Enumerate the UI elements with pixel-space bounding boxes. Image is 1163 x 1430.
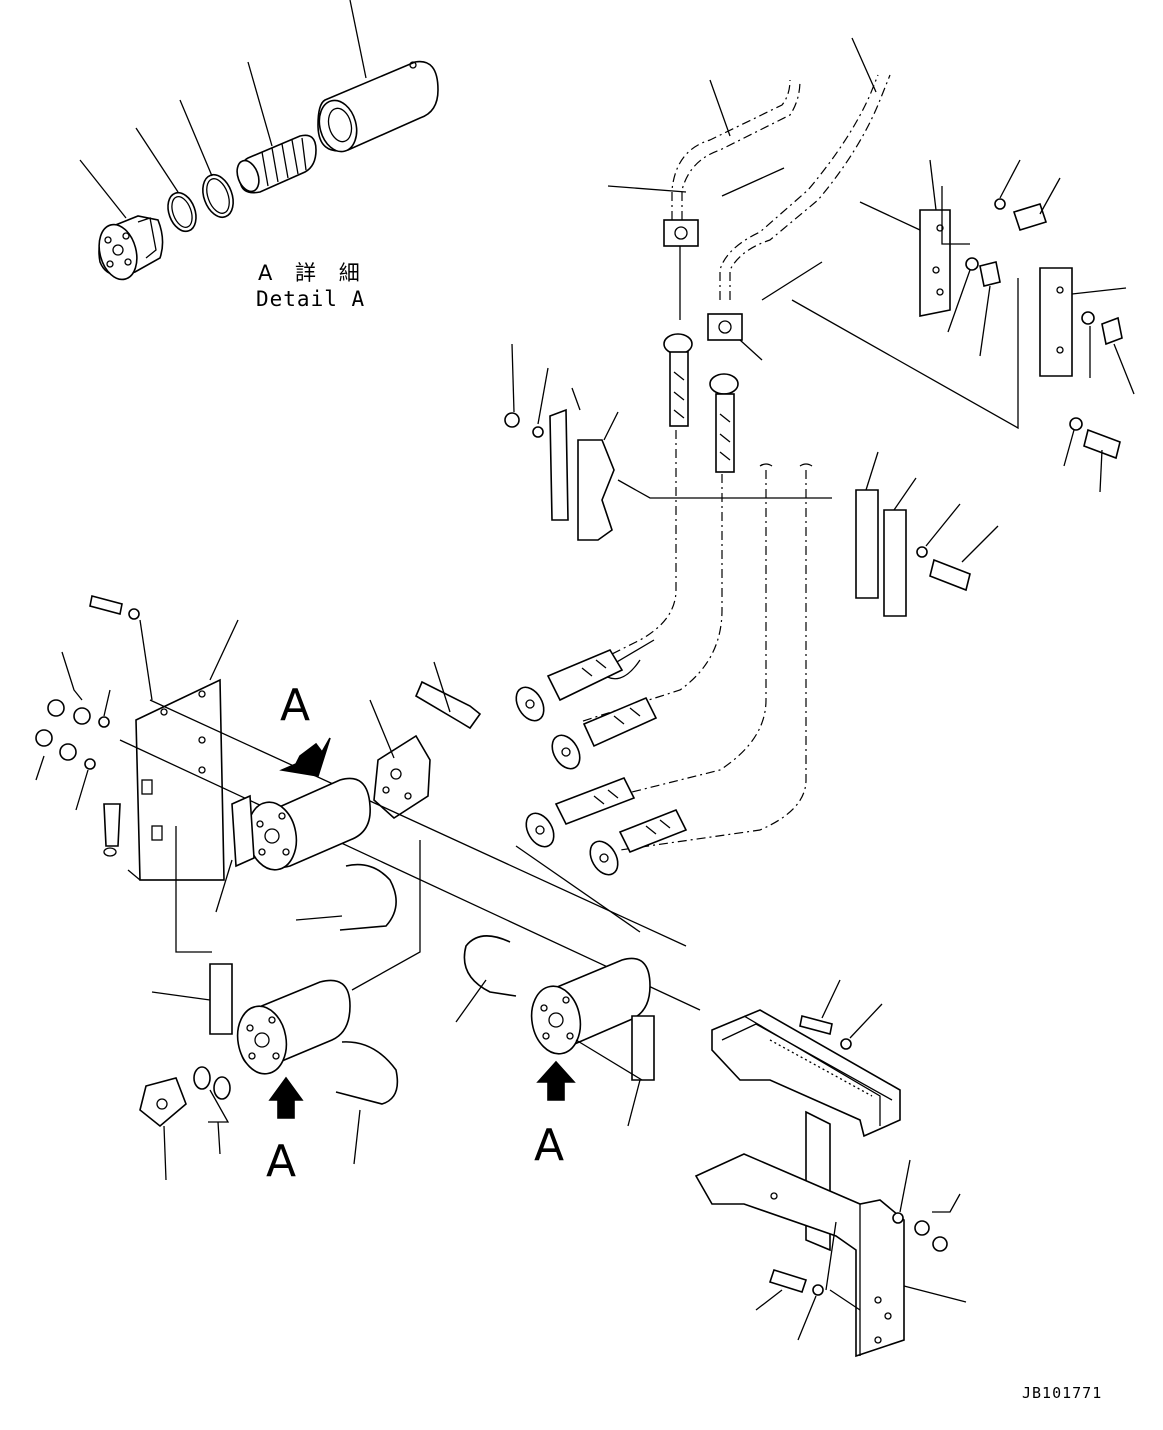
hose-segment-1 — [669, 351, 689, 427]
o-ring-small — [167, 191, 197, 233]
view-letter-top: A — [280, 680, 310, 731]
bolt-bracket-bottom — [768, 1269, 808, 1293]
detail-label-en: Detail A — [256, 287, 365, 311]
u-bolt-upper — [339, 863, 397, 931]
left-mounting-plate — [35, 595, 239, 881]
filter-lower-right — [455, 935, 655, 1127]
filter-element — [236, 134, 317, 194]
upper-clamp-set — [504, 343, 999, 617]
bolt-bracket-top — [799, 1015, 833, 1035]
view-letter-left: A — [266, 1136, 296, 1187]
upper-connector-1 — [663, 219, 699, 247]
u-bolt-lower-left — [335, 1041, 399, 1105]
view-letter-right: A — [534, 1120, 564, 1171]
view-a-left: A — [266, 1076, 304, 1187]
filter-upper — [215, 777, 397, 931]
flange-2 — [551, 696, 658, 770]
filter-lower-left — [139, 963, 399, 1181]
lower-right-bracket — [694, 979, 967, 1358]
left-bolt — [89, 595, 123, 615]
upper-hose-routing — [607, 37, 891, 473]
flange-3 — [525, 776, 636, 848]
o-ring-large — [202, 173, 234, 219]
hose-segment-2 — [715, 393, 735, 473]
upper-right-brackets — [791, 159, 1135, 493]
bolt-right-mid — [1083, 428, 1121, 460]
view-a-right: A — [534, 1060, 576, 1171]
middle-hose-routing — [515, 430, 807, 876]
drawing-code: JB101771 — [1022, 1384, 1102, 1402]
filter-housing — [317, 60, 439, 153]
u-bolt-lower-right — [463, 935, 517, 997]
bolt-clamp-right — [929, 558, 971, 592]
reference-lines — [119, 699, 701, 1011]
flange-4 — [589, 808, 688, 876]
adapter-and-bolt — [369, 661, 482, 820]
bolt-top-right — [1012, 203, 1048, 231]
view-a-top: A — [279, 680, 331, 777]
filter-head — [98, 215, 164, 281]
upper-connector-2 — [707, 313, 743, 341]
view-direction-arrow-icon — [268, 1076, 304, 1119]
detail-a-filter-assembly: A 詳 細 Detail A — [79, 0, 439, 311]
view-direction-arrow-icon — [536, 1060, 576, 1101]
detail-label-jp: A 詳 細 — [258, 261, 368, 285]
view-direction-arrow-icon — [279, 737, 331, 777]
flange-1 — [515, 648, 624, 722]
